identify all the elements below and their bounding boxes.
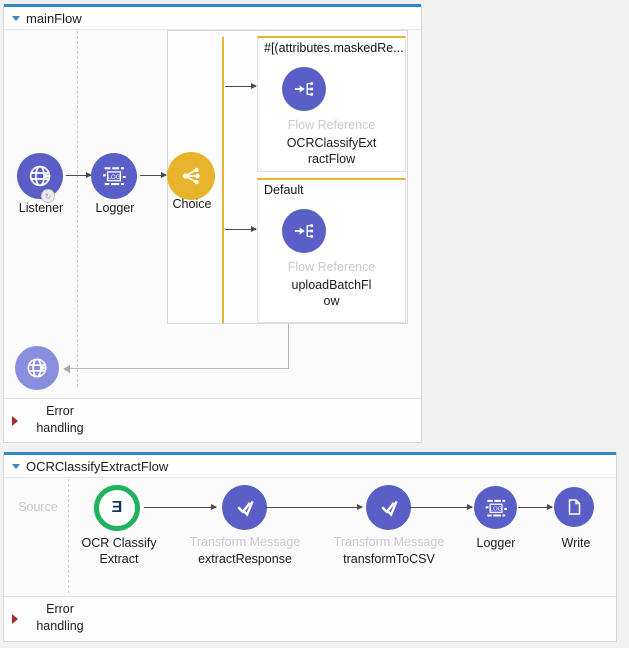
flow-title: OCRClassifyExtractFlow [26,458,169,474]
svg-text:LOG: LOG [107,174,120,181]
svg-text:LOG: LOG [489,506,502,512]
logger-node[interactable]: LOG [91,153,137,199]
when-branch-box[interactable]: #[(attributes.maskedRe... [257,36,406,172]
choice-node[interactable] [167,152,215,200]
dataweave-icon [236,500,254,517]
ocr-error-handling-section[interactable]: Error handling [4,596,616,641]
ocr-classify-extract-node[interactable]: Ǝ [94,485,140,531]
globe-icon [29,165,52,187]
flow-accent-bar [4,4,421,7]
ocr-connector-icon: Ǝ [111,499,123,516]
connector-arrow [66,172,92,178]
default-condition: Default [264,183,304,197]
log-icon: LOG [102,167,126,186]
return-connector-arrow [63,365,289,373]
flow-reference-type-label: Flow Reference [287,260,376,274]
listener-label: Listener [18,201,64,215]
main-flow-container: mainFlow ↻ Listener [3,4,422,443]
transform-name: transformToCSV [343,552,435,566]
source-section-label: Source [18,500,58,514]
source-separator [77,31,78,387]
logger-label: Logger [476,536,516,550]
connector-arrow [144,504,217,510]
ocr-flow-container: OCRClassifyExtractFlow Source Ǝ OCR Clas… [3,452,617,642]
default-branch-box[interactable]: Default [257,178,406,323]
transform-name: extractResponse [198,552,292,566]
main-error-handling-section[interactable]: Error handling [4,398,421,442]
ocr-flow-header[interactable]: OCRClassifyExtractFlow [4,455,616,478]
flow-reference-name: uploadBatchFl ow [291,278,372,308]
collapse-triangle-icon[interactable] [12,463,20,469]
dataweave-icon [380,500,398,517]
return-connector [288,324,289,368]
error-handling-label: Error handling [36,602,84,633]
choice-branch-icon [183,167,200,185]
file-write-node[interactable] [554,487,594,527]
write-label: Write [561,536,591,550]
transform-message-node[interactable] [366,485,411,530]
when-condition: #[(attributes.maskedRe... [264,41,404,55]
write-file-icon [568,499,581,515]
error-collapsed-triangle-icon[interactable] [12,415,18,426]
transform-message-node[interactable] [222,485,267,530]
connector-arrow [266,504,363,510]
flow-reference-icon [294,82,314,96]
choice-rail [222,37,224,323]
branch-arrow [225,83,257,89]
flow-reference-icon [294,224,314,238]
globe-icon [27,358,48,378]
collapse-triangle-icon[interactable] [12,15,20,21]
connector-arrow [140,172,167,178]
ocr-node-label: OCR Classify Extract [81,536,157,566]
error-handling-label: Error handling [36,404,84,435]
listener-response-node[interactable] [15,346,59,390]
flow-reference-node[interactable] [282,67,326,111]
source-separator [68,479,69,593]
listener-node[interactable] [17,153,63,199]
flow-accent-bar [4,452,616,455]
logger-node[interactable]: LOG [474,486,517,529]
listener-badge-icon: ↻ [41,189,55,203]
flow-reference-name: OCRClassifyExt ractFlow [286,136,377,166]
flow-reference-node[interactable] [282,209,326,253]
main-flow-header[interactable]: mainFlow [4,7,421,30]
connector-arrow [410,504,473,510]
main-flow-canvas: ↻ Listener LOG Logger [4,29,421,399]
log-icon: LOG [485,499,507,516]
branch-arrow [225,226,257,232]
flow-reference-type-label: Flow Reference [287,118,376,132]
error-collapsed-triangle-icon[interactable] [12,614,18,624]
ocr-flow-canvas: Source Ǝ OCR Classify Extract Transform … [4,477,616,597]
choice-label: Choice [172,197,212,211]
flow-title: mainFlow [26,10,82,26]
logger-label: Logger [95,201,135,215]
transform-type-label: Transform Message [333,535,445,549]
connector-arrow [518,504,553,510]
transform-type-label: Transform Message [189,535,301,549]
